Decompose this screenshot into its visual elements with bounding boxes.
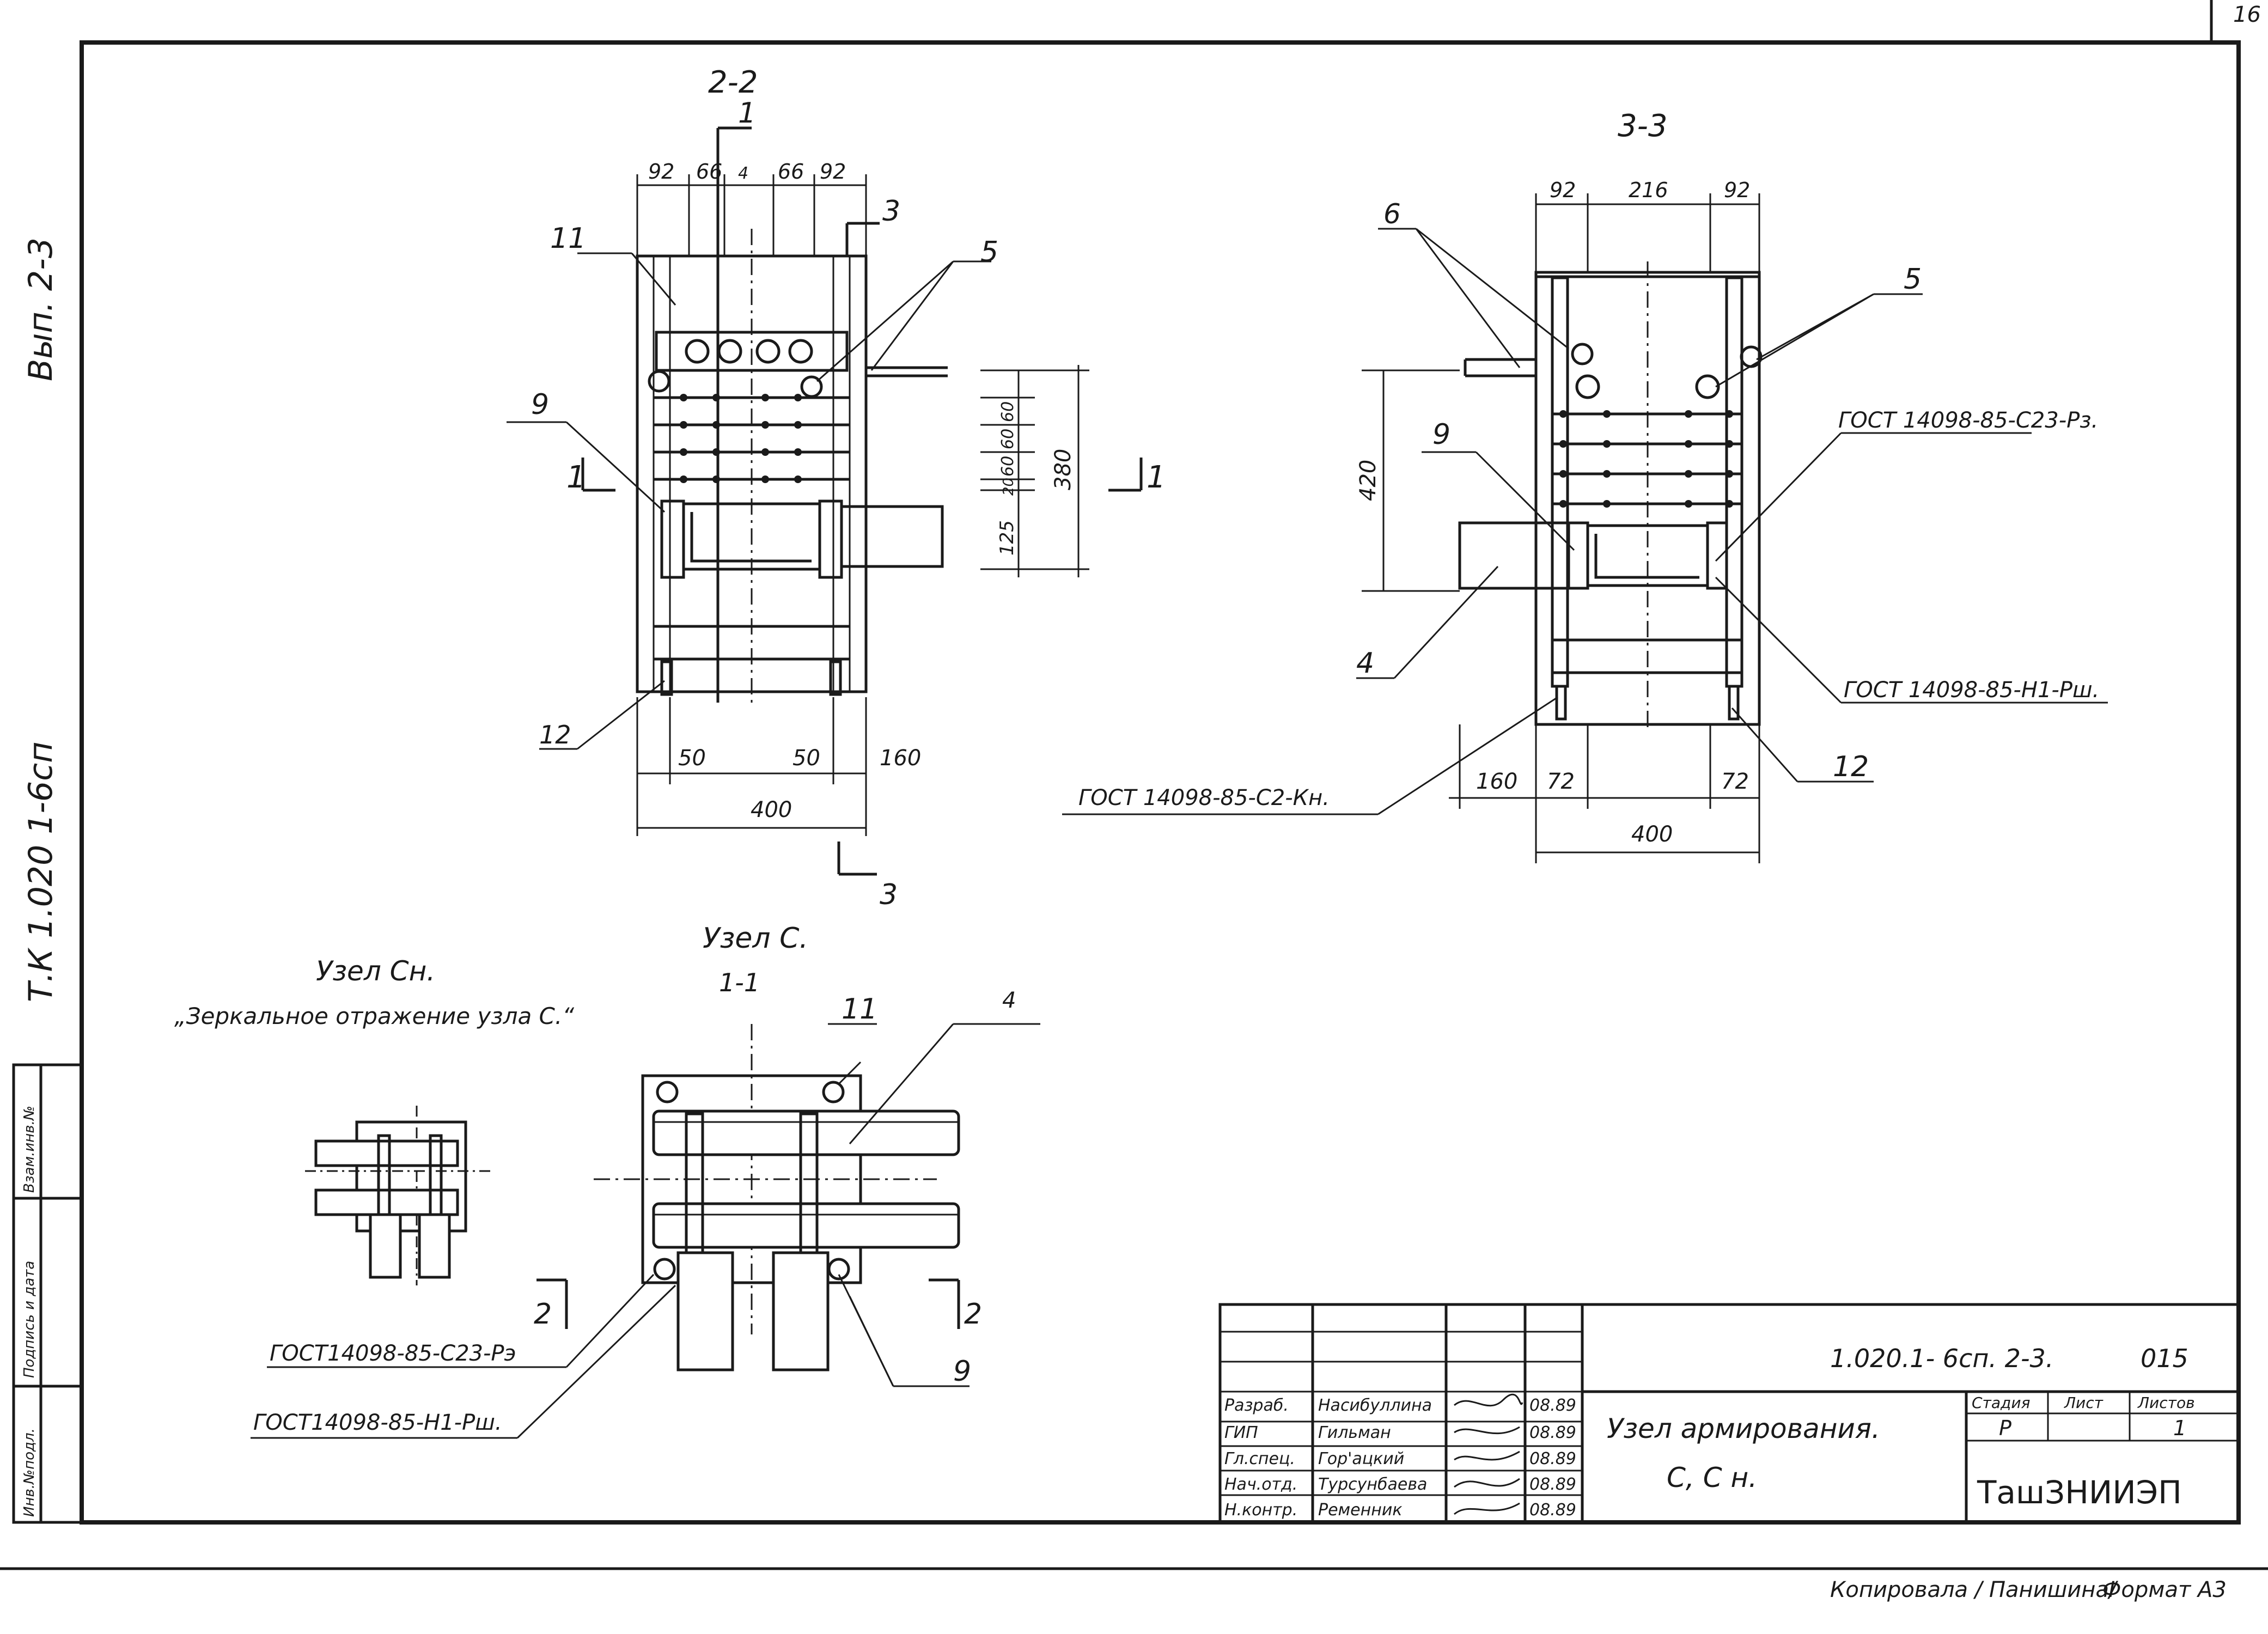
side-label-series: Т.К 1.020 1-6сп xyxy=(22,742,60,1002)
dim-2-2-width: 400 xyxy=(751,797,792,822)
dim-2-2-right-4: 125 xyxy=(996,520,1018,556)
sheet-frame xyxy=(0,0,2268,1570)
tb-stage-header: Стадия xyxy=(1972,1394,2030,1412)
cut-2-2-bottom-3: 3 xyxy=(880,879,898,911)
section-2-2-bottom-dims: 50 50 160 400 xyxy=(636,697,921,836)
side-stamp-inv: Инв.№подл. xyxy=(21,1428,38,1517)
weld-note-3-3-1: ГОСТ 14098-85-Н1-Рш. xyxy=(1844,678,2099,703)
tb-date-2: 08.89 xyxy=(1529,1449,1576,1468)
cut-node-c-left-2: 2 xyxy=(534,1298,552,1331)
node-c-title: Узел С. xyxy=(703,922,808,955)
cut-2-2-left-1: 1 xyxy=(566,460,586,495)
tb-name-0: Насибуллина xyxy=(1318,1396,1432,1415)
tb-name-4: Ременник xyxy=(1318,1501,1402,1520)
tb-doc-code: 1.020.1- 6сп. 2-3. xyxy=(1830,1344,2053,1373)
tb-role-3: Нач.отд. xyxy=(1224,1475,1297,1494)
footer-format: Формат А3 xyxy=(2102,1577,2227,1602)
section-2-2-top-dims: 92 66 4 66 92 xyxy=(636,160,867,256)
weld-note-3-3-2: ГОСТ 14098-85-С2-Кн. xyxy=(1078,785,1330,810)
callout-3-3-9: 9 xyxy=(1432,418,1450,451)
side-stamp: Инв.№подл. Подпись и дата Взам.инв.№ xyxy=(12,1063,83,1524)
dim-2-2-top-4: 92 xyxy=(820,160,846,184)
dim-3-3-bottom-2: 72 xyxy=(1721,769,1749,794)
tb-name-2: Гор'ацкий xyxy=(1318,1449,1404,1468)
dim-2-2-right-1: 60 xyxy=(998,429,1017,449)
callout-3-3-6: 6 xyxy=(1383,198,1401,230)
callout-node-c-11: 11 xyxy=(842,993,877,1026)
tb-sheets: 1 xyxy=(2173,1416,2186,1440)
dim-3-3-top-0: 92 xyxy=(1550,178,1576,202)
section-2-2-title: 2-2 xyxy=(708,65,758,100)
dim-3-3-width: 400 xyxy=(1631,822,1673,847)
node-cn-title: Узел Сн. xyxy=(316,955,435,987)
dim-2-2-right-total: 380 xyxy=(1051,449,1076,490)
dim-2-2-top-0: 92 xyxy=(648,160,674,184)
section-2-2-right-dims: 60 60 60 20 125 380 xyxy=(980,365,1089,577)
tb-subtitle: С, С н. xyxy=(1667,1462,1757,1493)
section-3-3-title: 3-3 xyxy=(1618,108,1667,144)
tb-org: ТашЗНИИЭП xyxy=(1977,1474,2182,1511)
tb-name-3: Турсунбаева xyxy=(1318,1475,1427,1494)
tb-stage: Р xyxy=(1999,1416,2011,1440)
tb-title: Узел армирования. xyxy=(1607,1413,1880,1444)
tb-date-1: 08.89 xyxy=(1529,1423,1576,1442)
tb-sheet-code: 015 xyxy=(2141,1344,2188,1373)
tb-date-0: 08.89 xyxy=(1529,1396,1576,1415)
callout-2-2-12: 12 xyxy=(539,720,571,749)
tb-role-1: ГИП xyxy=(1224,1423,1258,1442)
tb-sheet-header: Лист xyxy=(2064,1394,2104,1412)
dim-3-3-left: 420 xyxy=(1356,460,1381,501)
tb-date-3: 08.89 xyxy=(1529,1475,1576,1494)
weld-note-3-3-0: ГОСТ 14098-85-С23-Рз. xyxy=(1838,408,2098,433)
tb-signatures xyxy=(1454,1393,1523,1515)
node-c: Узел С. 1-1 11 4 9 2 2 ГО xyxy=(251,922,1040,1439)
dim-2-2-bottom-1: 50 xyxy=(792,746,820,771)
dim-2-2-top-1: 66 xyxy=(696,160,722,184)
callout-node-c-4: 4 xyxy=(1002,988,1016,1013)
section-2-2-cut-3-top: 3 xyxy=(882,195,900,228)
dim-2-2-right-2: 60 xyxy=(998,456,1017,477)
callout-3-3-12: 12 xyxy=(1833,751,1869,783)
dim-3-3-bottom-1: 72 xyxy=(1547,769,1575,794)
callout-2-2-5: 5 xyxy=(980,236,998,269)
footer-copied: Копировала / Панишина/ xyxy=(1830,1577,2119,1602)
dim-3-3-top-1: 216 xyxy=(1629,178,1668,202)
tb-roles: Разраб. Насибуллина 08.89 ГИП Гильман 08… xyxy=(1224,1396,1576,1520)
section-2-2-cut-mark-1: 1 xyxy=(738,97,756,130)
dim-2-2-bottom-2: 160 xyxy=(880,746,921,771)
node-cn-note: „Зеркальное отражение узла С.“ xyxy=(174,1003,574,1029)
section-2-2: 2-2 1 92 66 4 66 92 3 xyxy=(507,65,1166,911)
cut-2-2-right-1: 1 xyxy=(1147,460,1166,495)
section-3-3: 3-3 92 216 92 xyxy=(1062,108,2108,863)
dim-2-2-bottom-0: 50 xyxy=(678,746,706,771)
callout-node-c-9: 9 xyxy=(953,1355,971,1388)
tb-sheets-header: Листов xyxy=(2137,1394,2195,1412)
dim-2-2-right-3: 20 xyxy=(1001,478,1017,496)
callout-2-2-11: 11 xyxy=(550,222,586,255)
dim-3-3-bottom-0: 160 xyxy=(1476,769,1517,794)
callout-3-3-4: 4 xyxy=(1356,647,1374,680)
tb-name-1: Гильман xyxy=(1318,1423,1391,1442)
dim-3-3-top-2: 92 xyxy=(1724,178,1750,202)
tb-date-4: 08.89 xyxy=(1529,1501,1576,1520)
title-block: 1.020.1- 6сп. 2-3. 015 Узел армирования.… xyxy=(1218,1303,2240,1524)
weld-note-node-c-1: ГОСТ14098-85-Н1-Рш. xyxy=(253,1410,502,1435)
side-stamp-signature: Подпись и дата xyxy=(21,1261,38,1378)
tb-role-0: Разраб. xyxy=(1224,1396,1289,1415)
side-stamp-replace: Взам.инв.№ xyxy=(21,1106,38,1193)
callout-2-2-9: 9 xyxy=(531,388,549,421)
tb-role-4: Н.контр. xyxy=(1224,1501,1297,1520)
cut-node-c-right-2: 2 xyxy=(964,1298,982,1331)
tb-role-2: Гл.спец. xyxy=(1224,1449,1295,1468)
callout-3-3-5: 5 xyxy=(1904,263,1922,296)
dim-2-2-right-0: 60 xyxy=(998,401,1017,422)
dim-2-2-top-2: 4 xyxy=(738,164,748,183)
node-c-cut: 1-1 xyxy=(719,968,760,997)
side-label-issue: Вып. 2-3 xyxy=(22,237,60,381)
sheet-number: 16 xyxy=(2233,2,2261,27)
dim-2-2-top-3: 66 xyxy=(778,160,804,184)
node-cn: Узел Сн. „Зеркальное отражение узла С.“ xyxy=(174,955,574,1285)
weld-note-node-c-0: ГОСТ14098-85-С23-Рэ xyxy=(270,1341,516,1366)
